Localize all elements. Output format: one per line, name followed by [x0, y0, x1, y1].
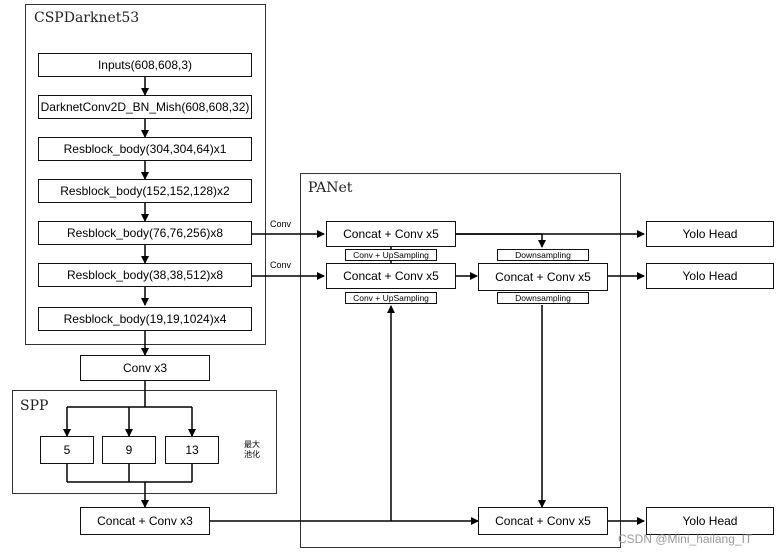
- cspdarknet53-title: CSPDarknet53: [34, 10, 140, 26]
- downsampling-tag-2: Downsampling: [497, 292, 589, 304]
- inputs-box: Inputs(608,608,3): [38, 53, 252, 77]
- watermark: CSDN @Mini_hailang_IT: [618, 532, 753, 546]
- spp-title: SPP: [20, 398, 49, 414]
- upsampling-tag-2: Conv + UpSampling: [345, 292, 437, 304]
- maxpool-13-box: 13: [165, 436, 219, 464]
- resblock-38-box: Resblock_body(38,38,512)x8: [38, 263, 252, 287]
- upsampling-tag-1: Conv + UpSampling: [345, 249, 437, 261]
- panet-concat-mid-left-box: Concat + Conv x5: [326, 263, 456, 289]
- downsampling-tag-1: Downsampling: [497, 249, 589, 261]
- yolo-head-3-box: Yolo Head: [646, 507, 774, 535]
- concat-conv-x3-box: Concat + Conv x3: [80, 507, 210, 535]
- conv-label-1: Conv: [270, 219, 292, 229]
- maxpool-label: 最大 池化: [244, 440, 260, 459]
- maxpool-5-box: 5: [40, 436, 94, 464]
- panet-region: [300, 173, 621, 548]
- panet-concat-top-box: Concat + Conv x5: [326, 221, 456, 247]
- darknetconv-box: DarknetConv2D_BN_Mish(608,608,32): [38, 95, 252, 119]
- yolo-head-2-box: Yolo Head: [646, 263, 774, 289]
- resblock-76-box: Resblock_body(76,76,256)x8: [38, 221, 252, 245]
- resblock-304-box: Resblock_body(304,304,64)x1: [38, 137, 252, 161]
- conv-label-2: Conv: [270, 260, 292, 270]
- maxpool-9-box: 9: [102, 436, 156, 464]
- resblock-152-box: Resblock_body(152,152,128)x2: [38, 179, 252, 203]
- panet-title: PANet: [308, 180, 353, 196]
- resblock-19-box: Resblock_body(19,19,1024)x4: [38, 307, 252, 331]
- panet-concat-bottom-box: Concat + Conv x5: [478, 507, 608, 535]
- yolo-head-1-box: Yolo Head: [646, 221, 774, 247]
- conv-x3-box: Conv x3: [80, 355, 210, 381]
- panet-concat-mid-right-box: Concat + Conv x5: [478, 263, 608, 291]
